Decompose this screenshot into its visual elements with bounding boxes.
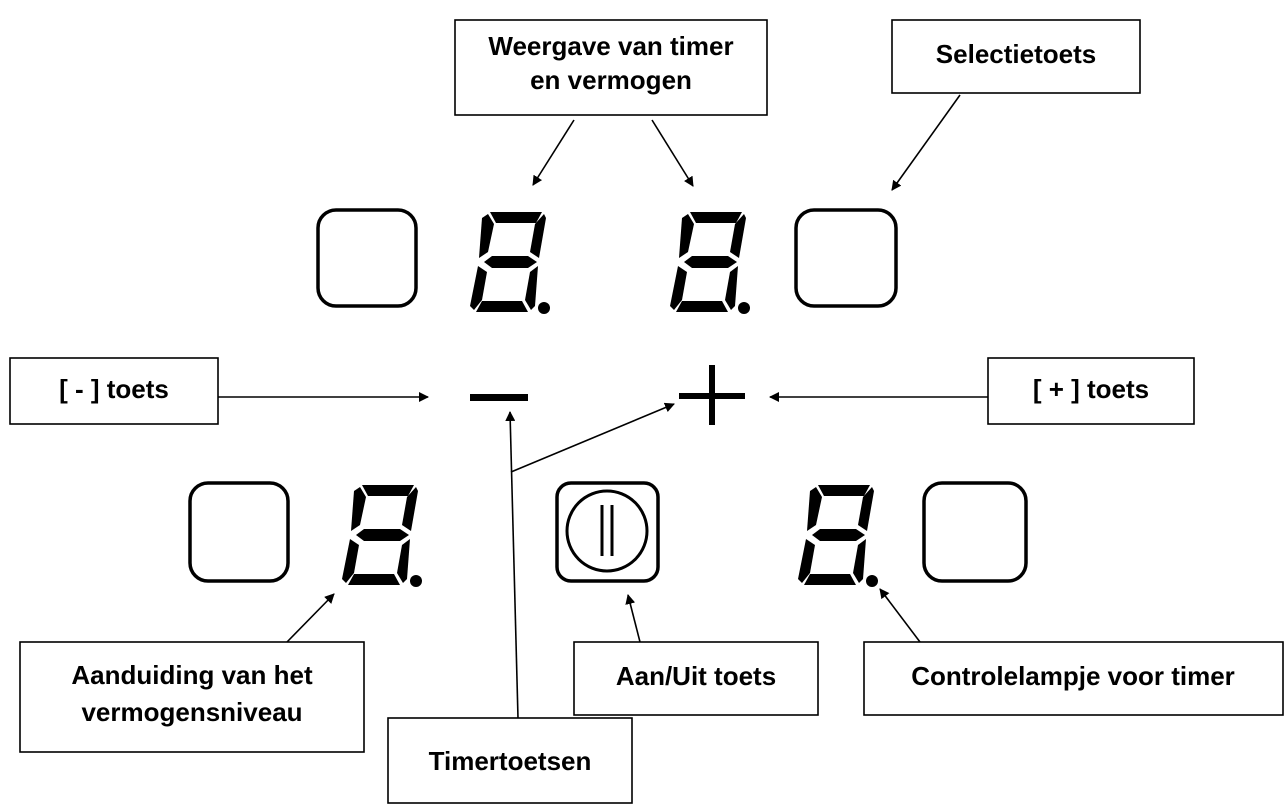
timer-keys-arrow-minus [505, 411, 519, 719]
power-level-digit [342, 485, 422, 587]
timer-keys-arrow-plus [510, 402, 675, 473]
onoff-button[interactable] [555, 481, 660, 583]
timer-digit [798, 485, 878, 587]
selection-button-bottom-left[interactable] [188, 481, 290, 583]
selection-key-label: Selectietoets [936, 39, 1096, 69]
timer-lamp-label-box: Controlelampje voor timer [863, 641, 1284, 716]
minus-icon[interactable] [470, 394, 528, 401]
minus-key-label: [ - ] toets [59, 374, 169, 404]
plus-key-label: [ + ] toets [1033, 374, 1149, 404]
selection-key-label-box: Selectietoets [891, 19, 1141, 94]
timer-keys-label-box: Timertoetsen [387, 717, 633, 804]
display-label-line2: en vermogen [530, 65, 692, 95]
onoff-key-label: Aan/Uit toets [616, 661, 776, 691]
power-level-label-line1: Aanduiding van het [71, 660, 313, 690]
timer-lamp-arrow [879, 588, 921, 643]
selection-button-bottom-right[interactable] [922, 481, 1028, 583]
plus-icon[interactable] [679, 365, 745, 425]
display-label-line1: Weergave van timer [488, 31, 733, 61]
power-symbol-icon [565, 489, 649, 573]
onoff-key-arrow [625, 594, 641, 643]
selection-key-arrow [891, 94, 961, 191]
plus-key-label-box: [ + ] toets [987, 357, 1195, 425]
digit-display-top-left [470, 212, 550, 314]
minus-key-label-box: [ - ] toets [9, 357, 219, 425]
timer-lamp-label: Controlelampje voor timer [911, 661, 1235, 691]
selection-button-top-left[interactable] [316, 208, 418, 308]
onoff-key-label-box: Aan/Uit toets [573, 641, 819, 716]
power-level-label-box: Aanduiding van het vermogensniveau [19, 641, 365, 753]
timer-keys-label: Timertoetsen [429, 746, 592, 776]
display-arrow-right [651, 119, 694, 187]
display-label-box: Weergave van timer en vermogen [454, 19, 768, 116]
power-level-label-line2: vermogensniveau [81, 697, 302, 727]
display-arrow-left [532, 119, 575, 186]
selection-button-top-right[interactable] [794, 208, 898, 308]
power-level-arrow [286, 593, 335, 643]
digit-display-top-right [670, 212, 750, 314]
